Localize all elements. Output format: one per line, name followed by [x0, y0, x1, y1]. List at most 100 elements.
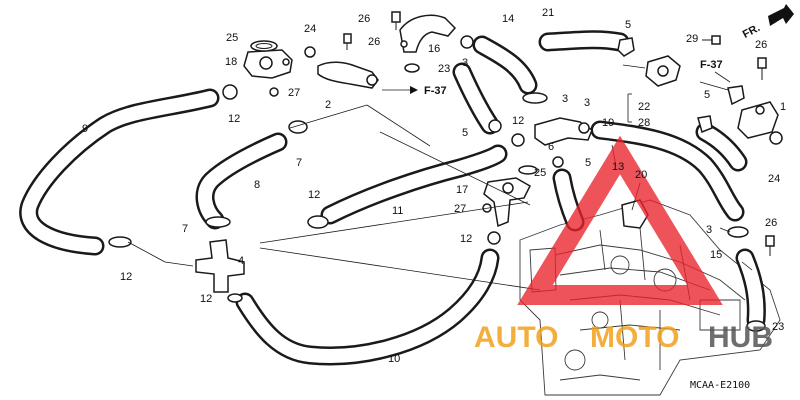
callout-15: 15: [710, 249, 722, 261]
o-ring-23-right: [746, 320, 766, 332]
bolt-26-top: [391, 11, 401, 30]
ref-f37-left: F-37: [424, 85, 447, 97]
clamp-12-center: [307, 215, 329, 229]
callout-14: 14: [502, 13, 514, 25]
callout-25-mid: 25: [534, 167, 546, 179]
joint-6: [534, 117, 593, 146]
callout-29: 29: [686, 33, 698, 45]
clamp-12-left-lower: [108, 236, 132, 248]
callout-20: 20: [635, 169, 647, 181]
clamp-3-mid: [522, 92, 548, 104]
callout-26-right-lower: 26: [765, 217, 777, 229]
callout-12-left-lower: 12: [120, 271, 132, 283]
clamp-12-lower-mid: [487, 231, 501, 245]
thermostat-housing-18: [243, 49, 293, 79]
ref-f37-right: F-37: [700, 59, 723, 71]
callout-11: 11: [392, 205, 403, 217]
clamp-7-top: [288, 120, 308, 134]
hose-14: [472, 35, 538, 95]
bolt-27-left: [269, 87, 279, 97]
clamp-7-lower: [205, 216, 231, 228]
callout-5-lower: 5: [585, 157, 591, 169]
front-direction-arrow: [768, 4, 794, 26]
hose-upper-small: [452, 62, 500, 135]
callout-7-top: 7: [296, 157, 302, 169]
callout-12-bottom: 12: [200, 293, 212, 305]
hose-9: [19, 88, 220, 256]
clamp-3-top: [460, 35, 474, 49]
callout-4: 4: [238, 255, 244, 267]
callout-13: 13: [612, 161, 624, 173]
clamp-12-mid: [511, 133, 525, 147]
callout-3-lower-right: 3: [706, 224, 712, 236]
clamp-3-right: [578, 122, 590, 134]
o-ring-23-top: [404, 63, 420, 73]
bolt-24-right: [769, 131, 783, 145]
callout-12-top-left: 12: [228, 113, 240, 125]
callout-12-center: 12: [308, 189, 320, 201]
callout-12-mid: 12: [512, 115, 524, 127]
callout-27-mid: 27: [454, 203, 466, 215]
callout-21: 21: [542, 7, 554, 19]
bolt-24-left: [304, 46, 316, 58]
hose-13: [590, 120, 745, 222]
fitting-5-mid: [488, 119, 502, 133]
callout-18: 18: [225, 56, 237, 68]
callout-16: 16: [428, 43, 440, 55]
callout-8: 8: [254, 179, 260, 191]
callout-3-top: 3: [462, 57, 468, 69]
housing-17: [483, 177, 531, 228]
callout-2: 2: [325, 99, 331, 111]
diagram-code: MCAA-E2100: [690, 380, 750, 391]
callout-19: 19: [602, 117, 614, 129]
clamp-12-left-top: [222, 84, 238, 100]
callout-28: 28: [638, 117, 650, 129]
callout-24-left: 24: [304, 23, 316, 35]
hose-15: [735, 248, 766, 330]
fitting-5-top: [617, 37, 635, 57]
o-ring-25: [250, 40, 278, 52]
watermark-auto: AUTO: [474, 321, 558, 354]
watermark-hub: HUB: [708, 321, 773, 354]
y-joint-4: [195, 239, 245, 293]
bolt-26-right-top: [757, 57, 767, 80]
callout-17: 17: [456, 184, 468, 196]
callout-23-right: 23: [772, 321, 784, 333]
fitting-5-right: [697, 115, 713, 134]
callout-22: 22: [638, 101, 650, 113]
callout-5-right: 5: [704, 89, 710, 101]
callout-23-top: 23: [438, 63, 450, 75]
callout-1: 1: [780, 101, 786, 113]
bolt-26-mid: [343, 33, 352, 50]
bolt-26-right-lower: [765, 235, 775, 256]
callout-7-lower: 7: [182, 223, 188, 235]
clamp-3-lower-right: [727, 226, 749, 238]
hose-11: [320, 144, 508, 225]
callout-12-lower-mid: 12: [460, 233, 472, 245]
hose-right-upper: [695, 122, 748, 172]
watermark-moto: MOTO: [590, 321, 679, 354]
callout-26-right-top: 26: [755, 39, 767, 51]
watermark-text: AUTO MOTO HUB: [474, 321, 773, 354]
hose-10: [235, 248, 500, 366]
callout-26-top: 26: [358, 13, 370, 25]
water-pipe-2: [317, 61, 379, 89]
callout-9: 9: [82, 123, 88, 135]
arrow-f37-left: [382, 86, 418, 94]
callout-3-mid: 3: [562, 93, 568, 105]
joint-16: [399, 14, 457, 53]
fitting-5-lower: [552, 156, 564, 168]
fitting-22: [645, 55, 681, 87]
clamp-12-bottom: [227, 293, 243, 303]
callout-6: 6: [548, 141, 554, 153]
o-ring-25-mid: [518, 165, 538, 175]
callout-26-mid: 26: [368, 36, 380, 48]
callout-10: 10: [388, 353, 400, 365]
bolt-29: [702, 35, 721, 45]
callout-5-top: 5: [625, 19, 631, 31]
hose-8: [195, 132, 288, 230]
callout-24-right: 24: [768, 173, 780, 185]
hose-21: [538, 30, 630, 52]
arrow-f37-right: [714, 71, 731, 83]
